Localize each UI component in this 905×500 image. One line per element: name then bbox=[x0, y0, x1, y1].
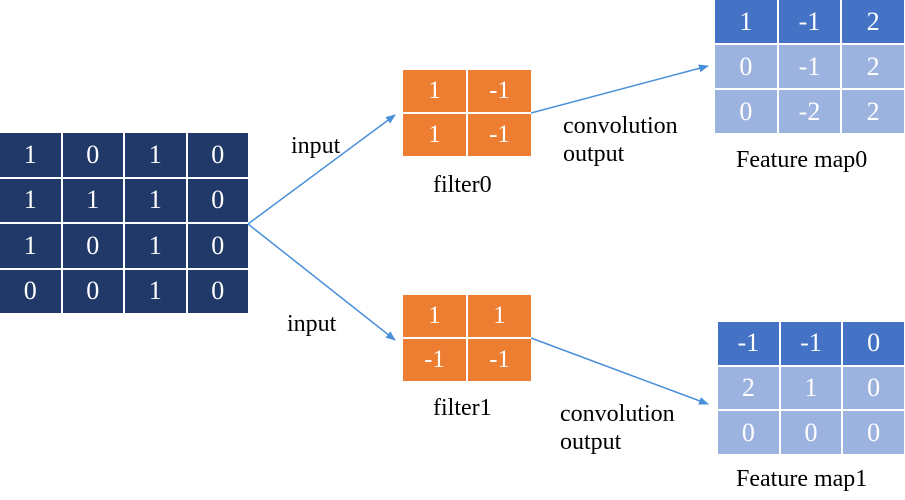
matrix-cell: 1 bbox=[403, 70, 466, 112]
matrix-cell: -1 bbox=[780, 322, 842, 365]
matrix-cell: -1 bbox=[468, 114, 531, 156]
matrix-cell: 1 bbox=[468, 295, 531, 337]
matrix-cell: 0 bbox=[62, 133, 123, 177]
matrix-cell: 1 bbox=[715, 0, 777, 43]
convolution-text: convolution bbox=[560, 401, 675, 427]
convolution-output-label-bottom: convolution output bbox=[560, 401, 675, 456]
matrix-cell: 2 bbox=[842, 90, 904, 133]
matrix-cell: 0 bbox=[187, 133, 248, 177]
matrix-cell: 1 bbox=[125, 269, 186, 313]
matrix-cell: -1 bbox=[468, 70, 531, 112]
matrix-cell: 1 bbox=[125, 133, 186, 177]
feature-map1-label: Feature map1 bbox=[736, 466, 868, 492]
matrix-cell: -1 bbox=[403, 339, 466, 381]
matrix-cell: 1 bbox=[0, 224, 61, 268]
arrow-filter0-to-fmap0 bbox=[530, 64, 709, 114]
convolution-output-label-top: convolution output bbox=[563, 113, 678, 168]
matrix-cell: 1 bbox=[0, 178, 61, 222]
output-text: output bbox=[563, 140, 625, 167]
matrix-cell: -1 bbox=[778, 45, 841, 88]
arrow-input-to-filter0 bbox=[247, 114, 396, 225]
matrix-cell: -1 bbox=[468, 339, 531, 381]
matrix-cell: 0 bbox=[187, 269, 248, 313]
convolution-text: convolution bbox=[563, 113, 678, 139]
input-label-top: input bbox=[291, 133, 341, 159]
filter1-label: filter1 bbox=[433, 395, 492, 421]
output-text: output bbox=[560, 428, 622, 455]
matrix-cell: 1 bbox=[403, 295, 466, 337]
matrix-cell: 0 bbox=[0, 269, 61, 313]
matrix-cell: 0 bbox=[780, 411, 842, 454]
matrix-cell: -1 bbox=[718, 322, 779, 365]
arrow-input-to-filter1 bbox=[247, 223, 396, 341]
input-label-bottom: input bbox=[287, 311, 337, 337]
matrix-cell: 0 bbox=[187, 224, 248, 268]
matrix-cell: 1 bbox=[125, 178, 186, 222]
matrix-cell: 0 bbox=[843, 411, 904, 454]
matrix-cell: 1 bbox=[780, 366, 842, 410]
matrix-cell: 0 bbox=[718, 411, 779, 454]
matrix-cell: 0 bbox=[843, 322, 904, 365]
filter0-label: filter0 bbox=[433, 172, 492, 198]
matrix-cell: 1 bbox=[62, 178, 123, 222]
matrix-cell: 1 bbox=[0, 133, 61, 177]
matrix-cell: 0 bbox=[843, 366, 904, 410]
matrix-cell: 0 bbox=[187, 178, 248, 222]
matrix-cell: 0 bbox=[715, 90, 777, 133]
matrix-cell: 2 bbox=[842, 45, 904, 88]
matrix-cell: 2 bbox=[718, 366, 779, 410]
matrix-cell: 0 bbox=[62, 269, 123, 313]
matrix-cell: 0 bbox=[715, 45, 777, 88]
feature-map0-label: Feature map0 bbox=[736, 147, 868, 173]
matrix-cell: 1 bbox=[403, 114, 466, 156]
matrix-cell: -2 bbox=[778, 90, 841, 133]
matrix-cell: 0 bbox=[62, 224, 123, 268]
arrow-filter1-to-fmap1 bbox=[530, 337, 709, 405]
matrix-cell: 1 bbox=[125, 224, 186, 268]
matrix-cell: 2 bbox=[842, 0, 904, 43]
matrix-cell: -1 bbox=[778, 0, 841, 43]
